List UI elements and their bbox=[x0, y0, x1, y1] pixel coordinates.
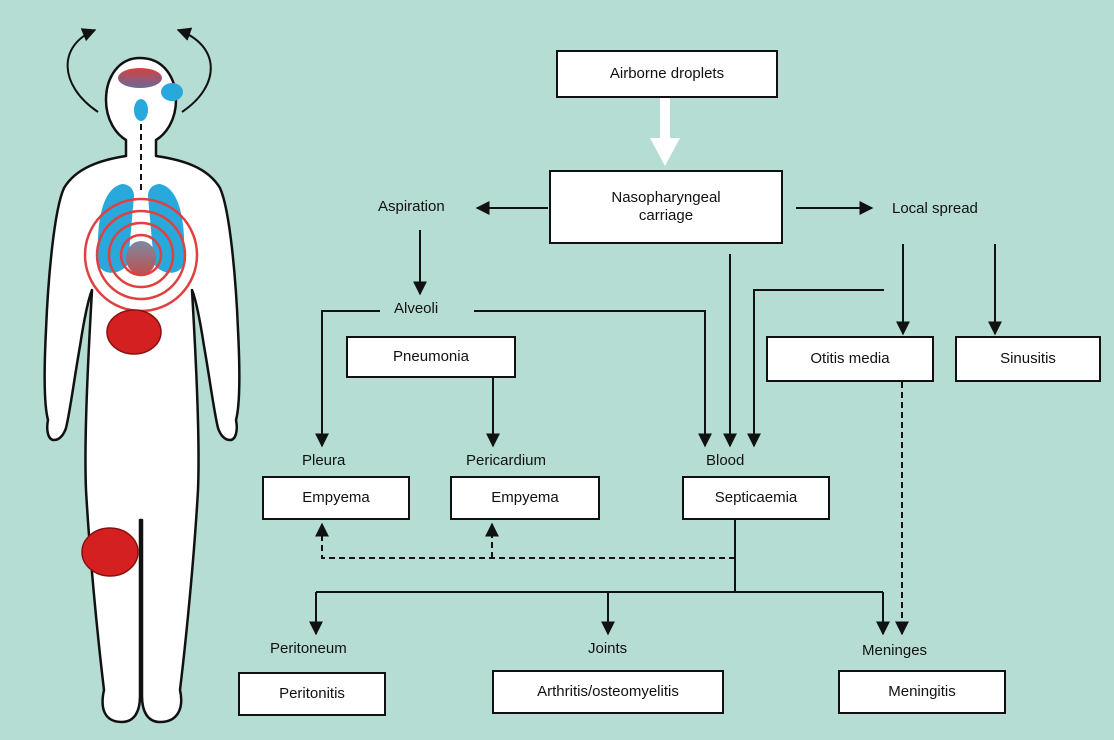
human-body-figure bbox=[45, 30, 240, 722]
rotation-arrow-icon bbox=[178, 30, 211, 112]
node-empyema-pericardium: Empyema bbox=[450, 476, 600, 520]
node-pneumonia: Pneumonia bbox=[346, 336, 516, 378]
label-peritoneum: Peritoneum bbox=[270, 640, 347, 657]
abdomen-infection bbox=[107, 310, 161, 354]
node-peritonitis: Peritonitis bbox=[238, 672, 386, 716]
heart bbox=[126, 241, 156, 275]
node-meningitis: Meningitis bbox=[838, 670, 1006, 714]
knee-infection bbox=[82, 528, 138, 576]
label-joints: Joints bbox=[588, 640, 627, 657]
node-sinusitis: Sinusitis bbox=[955, 336, 1101, 382]
node-airborne-droplets: Airborne droplets bbox=[556, 50, 778, 98]
sinus bbox=[161, 83, 183, 101]
brain bbox=[118, 68, 162, 88]
node-otitis-media: Otitis media bbox=[766, 336, 934, 382]
node-arthritis-osteomyelitis: Arthritis/osteomyelitis bbox=[492, 670, 724, 714]
node-empyema-pleura: Empyema bbox=[262, 476, 410, 520]
label-alveoli: Alveoli bbox=[394, 300, 438, 317]
label-pericardium: Pericardium bbox=[466, 452, 546, 469]
label-pleura: Pleura bbox=[302, 452, 345, 469]
node-nasopharyngeal-carriage: Nasopharyngeal carriage bbox=[549, 170, 783, 244]
label-local-spread: Local spread bbox=[892, 200, 978, 217]
rotation-arrow-icon bbox=[68, 30, 98, 112]
label-aspiration: Aspiration bbox=[378, 198, 445, 215]
transmission-arrow-icon bbox=[660, 98, 670, 138]
node-septicaemia: Septicaemia bbox=[682, 476, 830, 520]
label-blood: Blood bbox=[706, 452, 744, 469]
nasopharynx bbox=[134, 99, 148, 121]
label-meninges: Meninges bbox=[862, 642, 927, 659]
